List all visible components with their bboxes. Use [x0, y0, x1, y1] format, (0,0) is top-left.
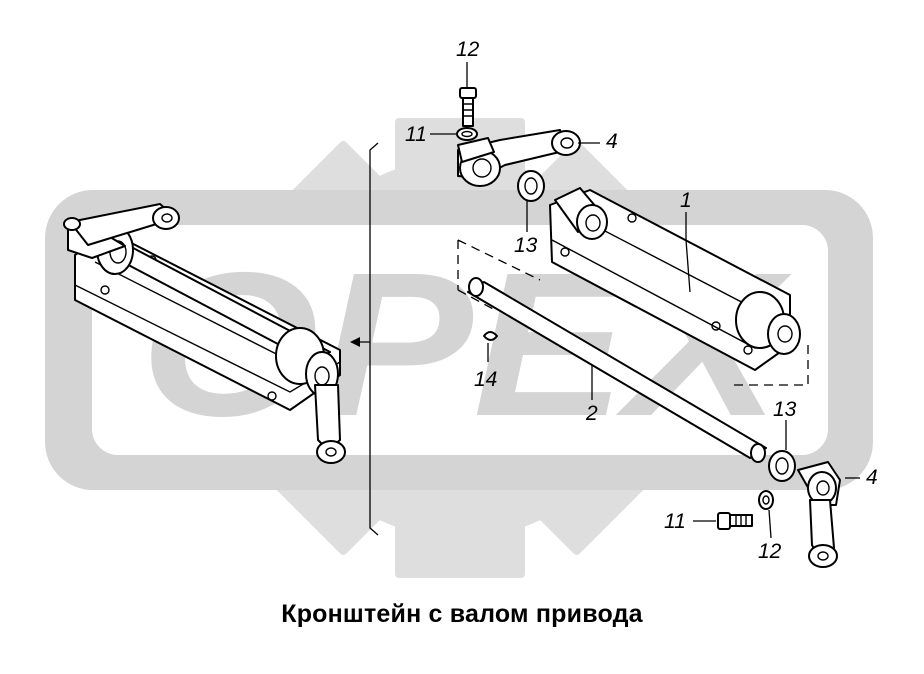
part-12-washer-bottom	[758, 490, 774, 510]
part-13-ring-bottom	[768, 450, 796, 482]
part-4-lever-top	[457, 129, 581, 187]
part-13-ring-top	[517, 170, 545, 202]
callout-1: 1	[680, 189, 692, 212]
part-2-shaft	[467, 277, 767, 463]
callout-2: 2	[585, 402, 598, 425]
callout-13-bottom: 13	[773, 398, 797, 421]
part-11-bolt-bottom	[717, 512, 753, 530]
part-1-bracket	[549, 187, 801, 371]
callout-4-bottom: 4	[866, 466, 878, 489]
brace-arrow-head	[350, 337, 360, 347]
exploded-envelope	[457, 239, 809, 386]
callout-13-top: 13	[514, 234, 538, 257]
part-4-lever-bottom	[797, 461, 841, 568]
callout-12-top: 12	[456, 38, 480, 61]
diagram-caption: Кронштейн с валом привода	[281, 600, 643, 628]
callout-12-bottom: 12	[758, 540, 782, 563]
assembly-brace	[369, 142, 379, 536]
assembled-bracket-view	[63, 203, 346, 464]
part-11-washer-top	[456, 127, 478, 141]
leader-lines	[430, 62, 860, 539]
part-12-bolt-top	[459, 87, 477, 127]
callout-14: 14	[474, 368, 497, 391]
part-14-key	[483, 331, 498, 341]
callout-11-top: 11	[405, 123, 427, 146]
callout-11-bottom: 11	[664, 510, 686, 533]
callout-4-top: 4	[606, 130, 618, 153]
